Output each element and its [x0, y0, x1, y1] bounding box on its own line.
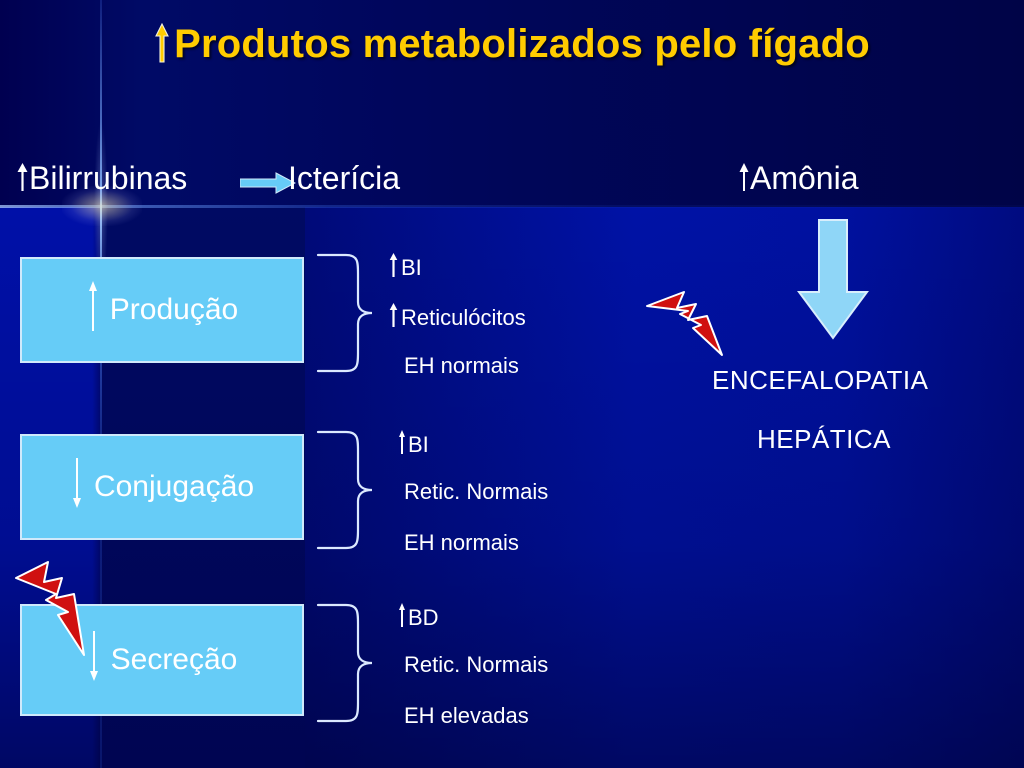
down-arrow-icon — [70, 456, 84, 518]
background-top-band — [0, 0, 1024, 207]
amonia-label: Amônia — [750, 160, 859, 196]
decorative-horizontal-rule — [0, 205, 1024, 208]
box-producao[interactable]: Produção — [20, 257, 304, 363]
increase-arrow-icon — [154, 22, 170, 63]
encefalopatia-line1: ENCEFALOPATIA — [712, 365, 929, 395]
amonia-term: Amônia — [738, 160, 859, 200]
finding-label: Retic. Normais — [404, 652, 549, 677]
up-arrow-icon — [738, 162, 750, 200]
finding-label: Retic. Normais — [404, 479, 549, 504]
finding-row: Retic. Normais — [402, 652, 548, 678]
box-conjugacao[interactable]: Conjugação — [20, 434, 304, 540]
brace-group-conjugacao: BI Retic. Normais EH normais — [316, 429, 646, 555]
finding-label: BD — [408, 605, 439, 630]
finding-row: BD — [398, 602, 439, 634]
curly-brace-icon — [316, 602, 378, 729]
brace-group-producao: BI Reticulócitos EH normais — [316, 252, 646, 378]
up-arrow-icon — [16, 162, 29, 200]
box-producao-label: Produção — [109, 293, 239, 326]
up-arrow-icon — [398, 429, 406, 461]
finding-label: EH normais — [404, 530, 519, 555]
big-down-arrow-icon — [793, 218, 873, 345]
slide-title-row: Produtos metabolizados pelo fígado — [0, 22, 1024, 67]
finding-label: BI — [401, 255, 422, 280]
decorative-cross-glow — [62, 186, 142, 226]
down-arrow-icon — [87, 629, 101, 691]
finding-label: Reticulócitos — [401, 305, 526, 330]
lightning-bolt-icon — [14, 560, 92, 663]
up-arrow-icon — [388, 302, 399, 334]
finding-row: Reticulócitos — [388, 302, 526, 334]
curly-brace-icon — [316, 252, 378, 379]
lightning-bolt-icon — [644, 288, 726, 363]
finding-label: EH normais — [404, 353, 519, 378]
curly-brace-icon — [316, 429, 378, 556]
header-row: Bilirrubinas Icterícia Amônia — [0, 160, 1024, 204]
finding-row: EH normais — [402, 530, 519, 556]
brace-group-secrecao: BD Retic. Normais EH elevadas — [316, 602, 646, 728]
box-conjugacao-label: Conjugação — [93, 470, 255, 503]
finding-row: EH normais — [402, 353, 519, 379]
up-arrow-icon — [398, 602, 406, 634]
icterica-term: Icterícia — [288, 160, 401, 196]
finding-row: Retic. Normais — [402, 479, 548, 505]
finding-row: BI — [398, 429, 429, 461]
bilirrubinas-label: Bilirrubinas — [29, 160, 188, 196]
up-arrow-icon — [86, 279, 100, 341]
finding-row: EH elevadas — [402, 703, 529, 729]
box-secrecao-label: Secreção — [110, 643, 238, 676]
page-title: Produtos metabolizados pelo fígado — [174, 22, 870, 66]
bilirrubinas-term: Bilirrubinas — [16, 160, 187, 200]
encefalopatia-line2: HEPÁTICA — [757, 424, 892, 454]
finding-label: EH elevadas — [404, 703, 529, 728]
up-arrow-icon — [388, 252, 399, 284]
decorative-vertical-rule — [100, 0, 102, 768]
finding-row: BI — [388, 252, 422, 284]
finding-label: BI — [408, 432, 429, 457]
right-arrow-icon — [239, 172, 297, 194]
